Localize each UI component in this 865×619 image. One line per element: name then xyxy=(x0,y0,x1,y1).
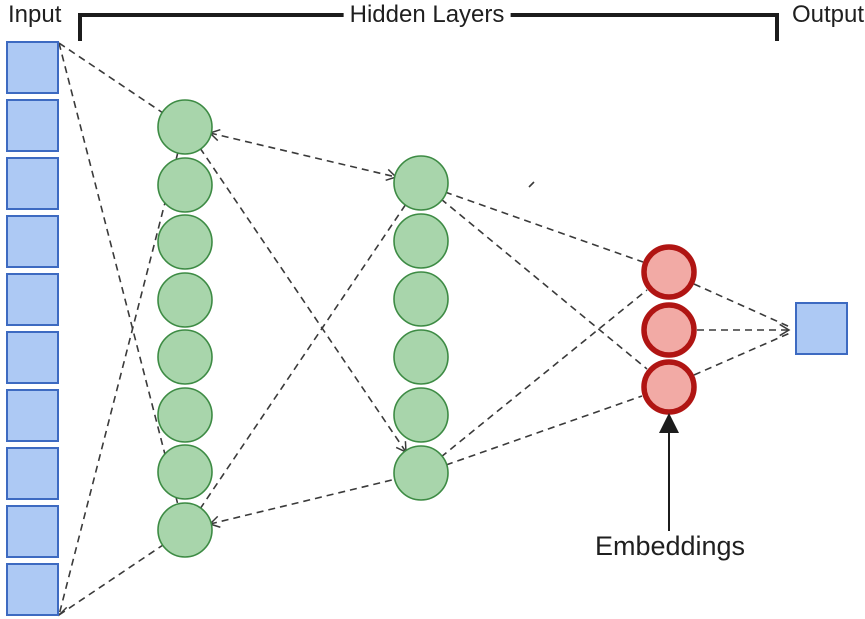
connection-line-2 xyxy=(58,42,179,506)
embedding-neuron-3 xyxy=(641,359,697,415)
input-square-3 xyxy=(6,157,59,210)
embedding-neuron-1 xyxy=(641,244,697,300)
input-layer-label: Input xyxy=(8,1,62,28)
hidden-layer-2-neuron-5 xyxy=(393,387,449,443)
connection-line-1 xyxy=(58,42,164,114)
input-square-5 xyxy=(6,273,59,326)
hidden-layer-1-neuron-4 xyxy=(157,272,213,328)
stray-mark xyxy=(528,181,535,188)
hidden-layer-2-neuron-3 xyxy=(393,271,449,327)
hidden-layer-1-neuron-3 xyxy=(157,214,213,270)
connection-line-4 xyxy=(58,544,164,616)
embedding-neuron-2 xyxy=(641,302,697,358)
connection-line-15 xyxy=(693,332,791,376)
connection-line-12 xyxy=(445,395,643,466)
connection-line-9 xyxy=(444,191,644,263)
connection-line-5 xyxy=(208,129,398,181)
connection-line-11 xyxy=(440,289,648,458)
hidden-layer-2-neuron-2 xyxy=(393,213,449,269)
connection-line-6 xyxy=(199,147,407,454)
hidden-layer-1-neuron-2 xyxy=(157,157,213,213)
hidden-layer-1-neuron-5 xyxy=(157,329,213,385)
input-square-7 xyxy=(6,389,59,442)
connection-line-3 xyxy=(55,151,179,617)
hidden-layer-1-neuron-1 xyxy=(157,99,213,155)
connection-line-13 xyxy=(693,283,791,328)
input-square-2 xyxy=(6,99,59,152)
input-square-6 xyxy=(6,331,59,384)
hidden-layers-label: Hidden Layers xyxy=(343,1,511,29)
input-square-9 xyxy=(6,505,59,558)
input-square-10 xyxy=(6,563,59,616)
hidden-layer-1-neuron-7 xyxy=(157,444,213,500)
connection-line-10 xyxy=(440,198,648,370)
output-layer-label: Output xyxy=(792,1,865,28)
connection-line-7 xyxy=(199,203,407,510)
output-square xyxy=(795,302,848,355)
input-square-1 xyxy=(6,41,59,94)
hidden-layer-1-neuron-6 xyxy=(157,387,213,443)
hidden-layer-2-neuron-4 xyxy=(393,329,449,385)
embeddings-arrowhead xyxy=(659,413,679,433)
hidden-layer-2-neuron-6 xyxy=(393,445,449,501)
hidden-layer-1-neuron-8 xyxy=(157,502,213,558)
connection-line-8 xyxy=(208,478,397,528)
input-square-8 xyxy=(6,447,59,500)
embeddings-label: Embeddings xyxy=(594,531,746,561)
hidden-layer-2-neuron-1 xyxy=(393,155,449,211)
input-square-4 xyxy=(6,215,59,268)
